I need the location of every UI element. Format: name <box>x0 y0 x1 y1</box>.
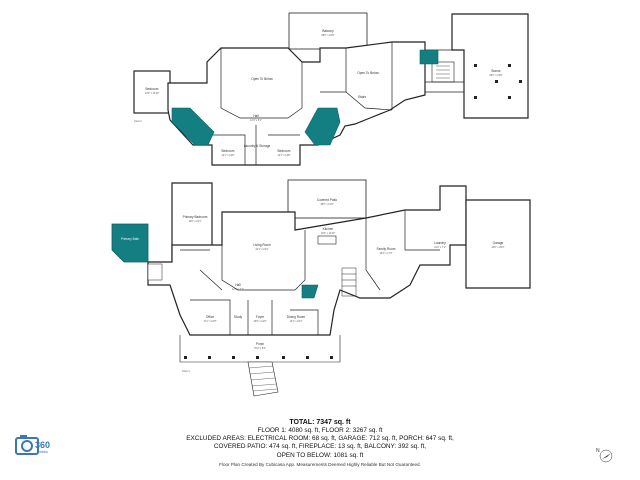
room-label: Dining Room <box>287 315 306 319</box>
area-summary: TOTAL: 7347 sq. ft FLOOR 1: 4080 sq. ft,… <box>150 419 490 460</box>
bonus-room <box>451 13 529 119</box>
room-dims: 11'0" x 7'1" <box>434 246 446 249</box>
balcony-room <box>288 12 368 50</box>
total-area: TOTAL: 7347 sq. ft <box>289 419 351 426</box>
bath-highlight <box>419 49 439 65</box>
room-dims: 16'2" x 12'10" <box>321 232 336 235</box>
kitchen-island <box>317 235 337 245</box>
floor-1-outline <box>147 185 467 336</box>
room-dims: 14'3" x 13'10" <box>145 92 160 95</box>
room-label: Laundry <box>434 241 446 245</box>
room-label: Covered Patio <box>317 198 337 202</box>
logo-text: 360 <box>35 440 51 450</box>
room-dims: 38'0" x 12'6" <box>320 203 333 206</box>
inner-wall <box>180 249 223 291</box>
stair-treads <box>341 267 357 297</box>
inner-wall <box>190 299 319 335</box>
room-label: Living Room <box>253 243 271 247</box>
room-label: Primary Bedroom <box>183 215 208 219</box>
floor-label: Floor 2 <box>134 120 142 123</box>
tub-fixture <box>147 263 163 281</box>
stairs-area <box>431 61 455 83</box>
room-labels: Balcony 28'0" x 10'8" Open To Below Open… <box>121 29 505 373</box>
bath-highlight <box>171 107 215 146</box>
room-label: Hall <box>235 283 241 287</box>
room-label: Kitchen <box>323 227 334 231</box>
room-label: Study <box>234 315 243 319</box>
room-dims: 19'0" x 16'1" <box>188 220 201 223</box>
inner-wall <box>220 48 303 119</box>
floor-2-outline <box>167 41 426 166</box>
room-label: Garage <box>493 241 504 245</box>
logo-subtext: media <box>39 450 48 454</box>
bonus-posts <box>474 64 522 99</box>
camera-icon <box>14 430 58 460</box>
room-dims: 26'2" x 19'9" <box>489 74 502 77</box>
primary-bath-highlight <box>111 223 149 263</box>
room-label: Hall <box>253 114 259 118</box>
room-label: Foyer <box>256 315 265 319</box>
room-label: Office <box>206 315 214 319</box>
room-dims: 17'1" x 12'5" <box>203 320 216 323</box>
room-dims: 12'4" x 8'1" <box>250 119 262 122</box>
north-arrow-icon <box>599 449 613 463</box>
room-label: Open To Below <box>251 77 273 81</box>
inner-wall <box>320 42 393 110</box>
room-label: Balcony <box>322 29 334 33</box>
room-dims: 12'1" x 13'8" <box>277 154 290 157</box>
inner-wall <box>212 125 300 165</box>
covered-patio-room <box>287 179 367 219</box>
room-label: Laundry & Storage <box>244 144 271 148</box>
floor-areas: FLOOR 1: 4080 sq. ft, FLOOR 2: 3267 sq. … <box>257 427 383 434</box>
room-dims: 12'0" x 7'1" <box>232 288 244 291</box>
room-label: Bonus <box>491 69 500 73</box>
room-dims: 16'3" x 17'0" <box>379 252 392 255</box>
step-lines <box>248 365 278 392</box>
bedroom-room <box>133 70 171 114</box>
open-to-below: OPEN TO BELOW: 1081 sq. ft <box>276 451 364 459</box>
room-dims: 12'1" x 14'0" <box>221 154 234 157</box>
room-label: Family Room <box>377 247 396 251</box>
room-dims: 70'0" x 8'0" <box>254 347 266 350</box>
room-dims: 16'0" x 12'0" <box>253 320 266 323</box>
inner-wall <box>365 210 440 291</box>
inner-wall <box>345 48 393 111</box>
disclaimer: Floor Plan Created By Cubicasa App. Meas… <box>219 462 421 467</box>
room-label: Stairs <box>358 95 367 99</box>
covered-areas: COVERED PATIO: 474 sq. ft, FIREPLACE: 13… <box>213 443 427 451</box>
room-label: Open To Below <box>357 71 379 75</box>
garage-room <box>465 199 531 289</box>
inner-wall <box>221 212 306 291</box>
room-dims: 28'0" x 10'8" <box>321 34 334 37</box>
room-label: Porch <box>256 342 265 346</box>
room-label: Bedroom <box>146 87 159 91</box>
floor-2-plan <box>133 12 529 166</box>
porch-columns <box>184 356 333 359</box>
floor-1-plan <box>111 179 531 397</box>
room-dims: 13'1" x 16'1" <box>289 320 302 323</box>
stair-treads <box>436 65 450 79</box>
room-label: Bedroom <box>278 149 291 153</box>
room-label: Bedroom <box>222 149 235 153</box>
compass-label: N <box>596 448 600 454</box>
room-dims: 24'0" x 26'3" <box>491 246 504 249</box>
bath-highlight <box>301 284 319 299</box>
excluded-areas: EXCLUDED AREAS: ELECTRICAL ROOM: 68 sq. … <box>186 435 454 443</box>
bath-highlight <box>304 107 341 146</box>
room-dims: 24'1" x 19'1" <box>255 248 268 251</box>
floor-label: Floor 1 <box>182 370 190 373</box>
room-label: Primary Bath <box>121 237 140 241</box>
